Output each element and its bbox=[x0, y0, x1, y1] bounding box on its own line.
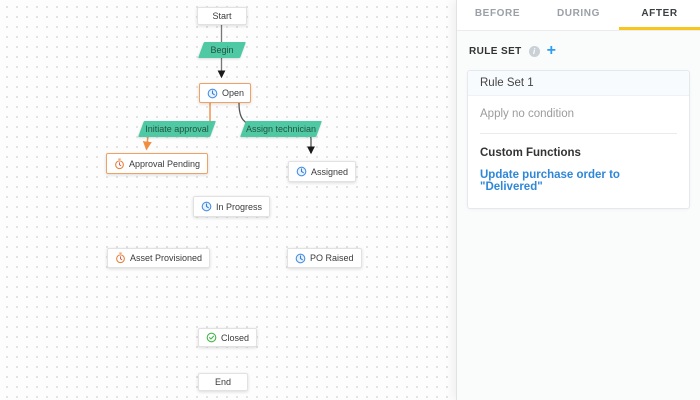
transition-label: Begin bbox=[210, 45, 234, 55]
node-in-progress[interactable]: In Progress bbox=[193, 196, 271, 217]
condition-text: Apply no condition bbox=[480, 108, 677, 134]
node-label: Closed bbox=[221, 332, 250, 343]
ruleset-heading: RULE SET bbox=[469, 45, 522, 57]
node-po-raised[interactable]: PO Raised bbox=[287, 248, 362, 268]
check-circle-icon bbox=[206, 332, 217, 343]
node-label: Assigned bbox=[311, 166, 349, 177]
trigger-tabbar: BEFORE DURING AFTER bbox=[457, 0, 700, 31]
rule-set-card-body: Apply no condition Custom Functions Upda… bbox=[468, 96, 689, 208]
node-label: Asset Provisioned bbox=[130, 253, 203, 263]
node-closed[interactable]: Closed bbox=[198, 328, 258, 347]
rules-panel: BEFORE DURING AFTER RULE SET i + Rule Se… bbox=[456, 0, 700, 400]
add-rule-set-button[interactable]: + bbox=[546, 42, 556, 59]
node-label: Open bbox=[222, 88, 245, 98]
stopwatch-icon bbox=[115, 252, 126, 264]
node-asset-provisioned[interactable]: Asset Provisioned bbox=[107, 248, 211, 268]
transition-label: Initiate approval bbox=[145, 124, 209, 134]
info-icon[interactable]: i bbox=[528, 45, 540, 57]
tab-before[interactable]: BEFORE bbox=[474, 8, 521, 19]
transition-initiate-approval[interactable]: Initiate approval bbox=[141, 121, 213, 137]
node-label: In Progress bbox=[216, 201, 263, 212]
node-label: End bbox=[214, 377, 231, 387]
transition-label: Assign technician bbox=[245, 124, 317, 134]
node-open[interactable]: Open bbox=[199, 83, 251, 103]
node-assigned[interactable]: Assigned bbox=[288, 161, 357, 182]
transition-begin[interactable]: Begin bbox=[201, 42, 243, 58]
custom-function-link[interactable]: Update purchase order to "Delivered" bbox=[480, 169, 620, 193]
clock-icon bbox=[207, 88, 218, 99]
ruleset-header-row: RULE SET i + bbox=[467, 42, 690, 59]
node-start[interactable]: Start bbox=[197, 7, 247, 25]
panel-content: RULE SET i + Rule Set 1 Apply no conditi… bbox=[457, 31, 700, 223]
clock-icon bbox=[296, 166, 307, 177]
workflow-canvas[interactable]: Begin Initiate approval Assign technicia… bbox=[0, 0, 456, 400]
tab-after[interactable]: AFTER bbox=[619, 0, 700, 30]
node-approval-pending[interactable]: Approval Pending bbox=[106, 153, 209, 174]
stopwatch-icon bbox=[114, 158, 125, 170]
node-label: Approval Pending bbox=[129, 158, 201, 169]
rule-set-card[interactable]: Rule Set 1 Apply no condition Custom Fun… bbox=[467, 70, 690, 209]
node-label: Start bbox=[212, 11, 232, 21]
clock-icon bbox=[201, 201, 212, 212]
transition-assign-technician[interactable]: Assign technician bbox=[243, 121, 319, 137]
clock-icon bbox=[295, 253, 306, 264]
custom-functions-heading: Custom Functions bbox=[480, 147, 581, 159]
rule-set-card-title[interactable]: Rule Set 1 bbox=[468, 71, 689, 96]
node-label: PO Raised bbox=[310, 253, 354, 263]
tab-during[interactable]: DURING bbox=[556, 8, 601, 19]
node-end[interactable]: End bbox=[198, 373, 248, 391]
